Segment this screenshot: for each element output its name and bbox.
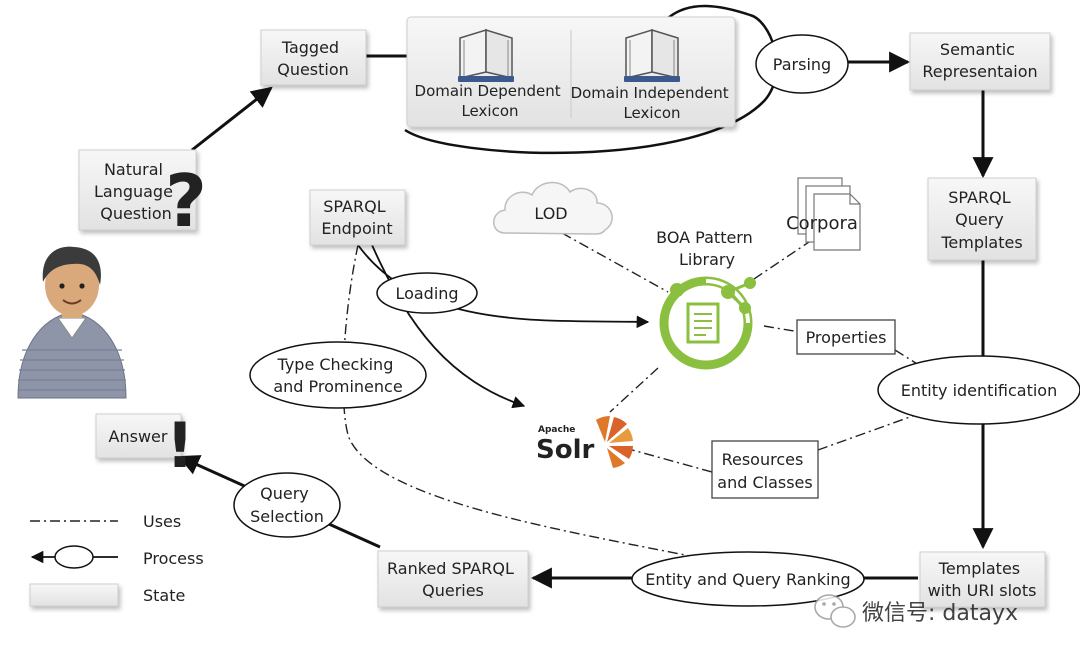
uses-endpoint-ranking (342, 244, 691, 557)
svg-text:Answer: Answer (109, 427, 168, 446)
state-resources-and-classes: Resources and Classes (711, 440, 819, 499)
person-avatar-icon (17, 246, 127, 399)
svg-text:Apache: Apache (538, 425, 575, 435)
process-parsing: Parsing (755, 34, 849, 94)
state-ranked-sparql-queries: Ranked SPARQL Queries (377, 550, 529, 608)
corpora-documents: Corpora (786, 177, 861, 251)
book-icon (624, 28, 680, 82)
svg-text:Semantic Representaion: Semantic Representaion (922, 40, 1037, 81)
domain-independent-lexicon: Domain Independent Lexicon (571, 84, 734, 122)
state-properties: Properties (796, 319, 896, 355)
svg-text:SPARQL Endpoint: SPARQL Endpoint (321, 197, 392, 238)
solr-sunburst-icon (596, 415, 633, 468)
svg-text:Ranked SPARQL Queries: Ranked SPARQL Queries (387, 559, 519, 600)
state-sparql-endpoint: SPARQL Endpoint (309, 189, 406, 246)
svg-text:Tagged Question: Tagged Question (277, 38, 349, 79)
lexicon-panel: Domain Dependent Lexicon Domain Independ… (406, 16, 736, 128)
legend-state-label: State (143, 586, 185, 605)
process-loading: Loading (376, 272, 478, 314)
cloud-icon (493, 181, 613, 235)
uses-solr-resources (624, 447, 713, 473)
document-stack-icon (797, 177, 861, 251)
legend-uses-label: Uses (143, 512, 181, 531)
svg-text:Resources and Classes: Resources and Classes (717, 450, 812, 492)
svg-text:Entity identification: Entity identification (901, 381, 1057, 400)
process-type-checking: Type Checking and Prominence (249, 341, 427, 409)
state-answer: Answer (95, 413, 182, 459)
domain-dependent-lexicon: Domain Dependent Lexicon (415, 82, 566, 120)
state-semantic-representation: Semantic Representaion (909, 32, 1051, 91)
svg-text:Corpora: Corpora (786, 213, 858, 234)
uses-lod-boa (561, 232, 669, 293)
uses-corpora-boa (747, 239, 813, 284)
question-mark-icon: ? (165, 159, 207, 243)
legend-process-ellipse (54, 545, 94, 569)
uses-boa-properties (763, 325, 801, 333)
legend-process-label: Process (143, 549, 204, 568)
svg-text:Entity and Query Ranking: Entity and Query Ranking (645, 570, 850, 589)
arrow-question-to-tagged (191, 86, 273, 152)
wechat-icon (814, 594, 856, 628)
process-entity-identification: Entity identification (877, 355, 1080, 425)
svg-text:Templates with URI slots: Templates with URI slots (928, 559, 1037, 600)
state-sparql-query-templates: SPARQL Query Templates (927, 177, 1037, 261)
boa-pattern-library: BOA Pattern Library (656, 228, 758, 370)
exclamation-mark-icon: ! (166, 409, 194, 482)
svg-text:微信号: datayx: 微信号: datayx (862, 601, 1018, 626)
arrow-endpoint-to-solr (371, 244, 526, 409)
legend: Uses Process State (29, 512, 204, 607)
process-entity-query-ranking: Entity and Query Ranking (631, 551, 865, 607)
lod-cloud: LOD (493, 181, 613, 235)
parsing-loop-curve (404, 4, 778, 155)
svg-text:Natural Language Q: Natural Language Question (94, 160, 178, 223)
uses-boa-solr (609, 367, 659, 413)
svg-text:Parsing: Parsing (773, 55, 831, 74)
watermark: 微信号: datayx (814, 594, 1018, 628)
svg-text:Properties: Properties (806, 328, 887, 347)
svg-text:Query Selection: Query Selection (250, 484, 324, 526)
apache-solr: Apache Solr (536, 415, 633, 468)
process-query-selection: Query Selection (233, 472, 341, 538)
svg-text:Loading: Loading (395, 284, 458, 303)
svg-text:Type Checking and Promin: Type Checking and Prominence (273, 355, 402, 396)
svg-text:Solr: Solr (536, 435, 595, 465)
legend-state-box (29, 583, 119, 607)
state-tagged-question: Tagged Question (260, 29, 367, 86)
svg-text:LOD: LOD (534, 204, 567, 223)
state-templates-uri-slots: Templates with URI slots (919, 551, 1046, 608)
boa-logo-icon (659, 276, 756, 370)
svg-text:BOA Pattern Library: BOA Pattern Library (656, 228, 758, 269)
state-natural-language-question: Natural Language Question (78, 149, 197, 231)
loading-arrows (357, 244, 650, 409)
svg-text:SPARQL Query Templ: SPARQL Query Templates (940, 188, 1022, 252)
book-icon (458, 28, 514, 82)
